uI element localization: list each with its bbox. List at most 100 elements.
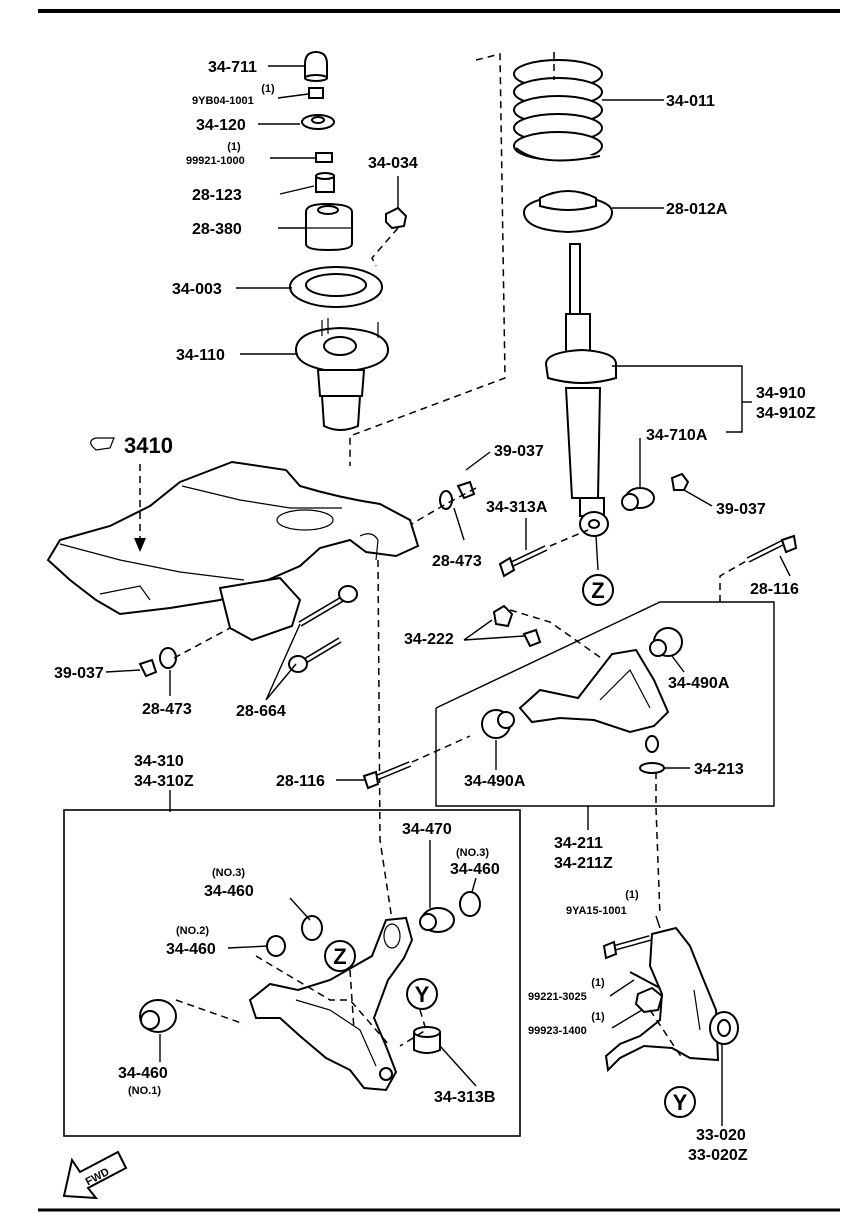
steering-knuckle [604, 926, 739, 1073]
label-99921-qty: (1) [227, 141, 241, 153]
label-33-020: 33-020 [696, 1127, 746, 1144]
label-34-470: 34-470 [402, 821, 452, 838]
label-34-213: 34-213 [694, 761, 744, 778]
label-34-460-no3b: 34-460 [450, 861, 500, 878]
label-34-011: 34-011 [666, 93, 715, 110]
label-39-037-upper: 39-037 [494, 443, 544, 460]
upper-arm-box [435, 601, 775, 807]
label-99923-qty: (1) [591, 1011, 605, 1023]
label-39-037-left: 39-037 [54, 665, 104, 682]
arrowhead-3410 [134, 538, 146, 552]
dash-34034 [371, 227, 399, 267]
label-34-120: 34-120 [196, 117, 246, 134]
label-34-222: 34-222 [404, 631, 454, 648]
dash-y-lower [399, 1009, 427, 1047]
label-34-211z: 34-211Z [554, 855, 613, 872]
spring-seat [523, 190, 613, 234]
label-28-380: 28-380 [192, 221, 242, 238]
marker-y-knuckle-text: Y [673, 1090, 688, 1115]
bushing-34710a [621, 487, 655, 511]
label-9ya15-qty: (1) [625, 889, 639, 901]
label-34-211: 34-211 [554, 835, 603, 852]
bushing-34460-no3-left [301, 915, 323, 941]
crossmember [46, 460, 420, 642]
dash-28116-lower [411, 735, 471, 763]
label-34-910: 34-910 [756, 385, 806, 402]
label-33-020z: 33-020Z [688, 1147, 748, 1164]
label-34-460-no1-tag: (NO.1) [128, 1085, 161, 1097]
label-34-034: 34-034 [368, 155, 418, 172]
bumper-34313b [413, 1026, 441, 1054]
dash-lower-washer [173, 627, 231, 659]
shock-absorber [544, 243, 617, 537]
coil-spring [513, 52, 603, 162]
dash-34222 [509, 609, 605, 661]
bushing-34490a-left [481, 709, 515, 739]
label-34-460-no2-tag: (NO.2) [176, 925, 209, 937]
label-34-460-no3: 34-460 [204, 883, 254, 900]
label-99221-qty: (1) [591, 977, 605, 989]
label-9ya15-1001: 9YA15-1001 [566, 905, 627, 917]
label-34-310z: 34-310Z [134, 773, 194, 790]
label-99221-3025: 99221-3025 [528, 991, 587, 1003]
lower-arm [248, 916, 414, 1092]
marker-z-upper-text: Z [591, 578, 604, 603]
marker-y-lower-text: Y [415, 982, 430, 1007]
label-34-711: 34-711 [208, 59, 257, 76]
cotter-pin-99221 [629, 971, 661, 989]
boot-34213 [639, 762, 665, 774]
label-28-473-left: 28-473 [142, 701, 192, 718]
bushing-34460-no3-right [459, 891, 481, 917]
label-99921-1000: 99921-1000 [186, 155, 245, 167]
dash-no2 [255, 955, 391, 1047]
label-34-490a-right: 34-490A [668, 675, 730, 692]
label-34-003: 34-003 [172, 281, 222, 298]
label-28-664: 28-664 [236, 703, 286, 720]
bushing-34490a-right [649, 627, 683, 657]
nuts-34222 [492, 604, 542, 648]
dash-z-lower [349, 969, 355, 1031]
label-28-012a: 28-012A [666, 201, 728, 218]
upper-arm [518, 648, 670, 753]
nut-39037-right [670, 472, 690, 491]
nut-39037-upper [456, 480, 476, 500]
label-28-123: 28-123 [192, 187, 242, 204]
group-ref-3410: 3410 [124, 433, 173, 458]
label-34-710a: 34-710A [646, 427, 708, 444]
strut-mount-stack [289, 50, 408, 431]
label-34-460-no3b-tag: (NO.3) [456, 847, 489, 859]
marker-y-knuckle [664, 1086, 696, 1118]
label-34-460-no1: 34-460 [118, 1065, 168, 1082]
marker-y-lower [406, 978, 438, 1010]
nut-39037-left [138, 658, 158, 678]
label-34-313b: 34-313B [434, 1089, 495, 1106]
dash-shock-bolt [549, 529, 589, 547]
dash-spring-mount [349, 53, 506, 466]
bushing-34460-no1 [139, 999, 177, 1033]
label-39-037-right: 39-037 [716, 501, 766, 518]
bushing-34470 [419, 907, 455, 933]
label-34-460-no2: 34-460 [166, 941, 216, 958]
label-99923-1400: 99923-1400 [528, 1025, 587, 1037]
label-28-473-upper: 28-473 [432, 553, 482, 570]
marker-z-lower [324, 940, 356, 972]
nut-99923 [634, 986, 664, 1014]
dash-no1 [175, 999, 245, 1025]
bolt-9ya15 [602, 935, 651, 960]
bolt-28664 [288, 585, 358, 673]
label-28-116-lower: 28-116 [276, 773, 325, 790]
dash-28116-upper [719, 559, 749, 602]
dash-knuckle-y [649, 1009, 683, 1059]
bolt-28116-upper [746, 534, 798, 563]
bushing-34460-no2 [266, 935, 286, 957]
leader-lines [105, 65, 791, 1126]
dash-crossmember-lower [377, 559, 393, 921]
marker-z-lower-text: Z [333, 944, 346, 969]
label-34-310: 34-310 [134, 753, 184, 770]
washer-28473-left [159, 647, 177, 669]
fwd-arrow-icon: FWD [62, 1150, 128, 1200]
label-34-110: 34-110 [176, 347, 225, 364]
label-28-116-upper: 28-116 [750, 581, 799, 598]
